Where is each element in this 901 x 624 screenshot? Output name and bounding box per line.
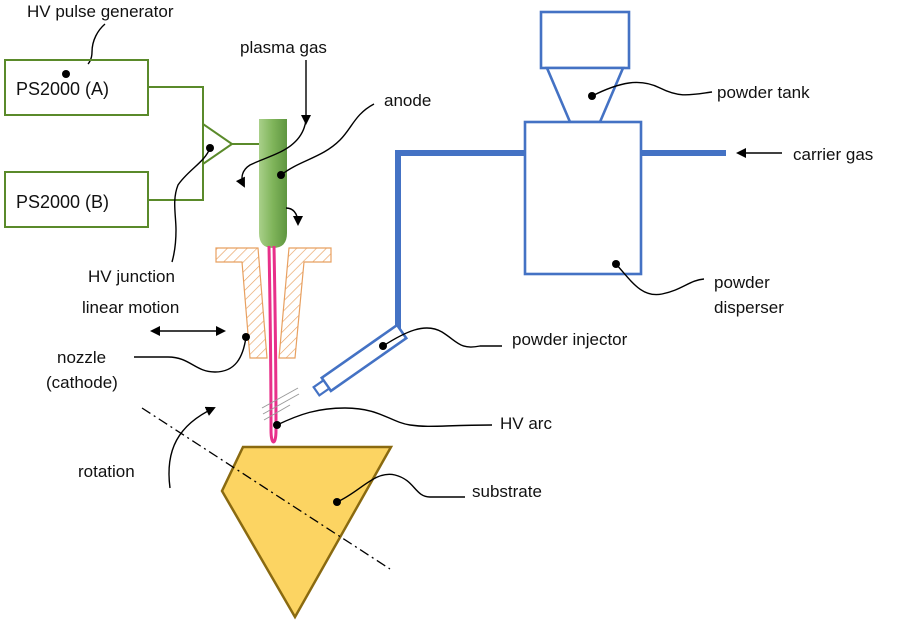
substrate-label: substrate	[472, 482, 542, 501]
gas-swirl-right	[285, 207, 303, 226]
powder-tank-body	[539, 10, 631, 70]
hv-arc-leader	[276, 407, 493, 428]
anode-electrode	[259, 119, 287, 248]
powder-injector-leader	[382, 327, 502, 348]
powder-disperser-label-line2: disperser	[714, 298, 784, 317]
ps2000-a-label: PS2000 (A)	[16, 79, 109, 99]
anode-label: anode	[384, 91, 431, 110]
nozzle-label-line1: nozzle	[57, 348, 106, 367]
nozzle-label-line2: (cathode)	[46, 373, 118, 392]
hv-arc-label: HV arc	[500, 414, 552, 433]
hv-pulse-generator-label: HV pulse generator	[27, 2, 174, 21]
wire-a	[148, 86, 204, 124]
substrate-leader	[336, 473, 465, 503]
powder-injector	[312, 323, 409, 397]
hv-arc	[267, 245, 278, 444]
rotation-arrow	[168, 406, 216, 489]
powder-injector-label: powder injector	[512, 330, 628, 349]
wire-b	[148, 164, 204, 201]
carrier-gas-pipe-left	[395, 150, 525, 340]
powder-disperser-label-line1: powder	[714, 273, 770, 292]
powder-disperser-leader	[615, 263, 705, 296]
powder-disperser-box	[523, 120, 643, 276]
nozzle-left-wall	[215, 247, 268, 359]
linear-motion-label: linear motion	[82, 298, 179, 317]
powder-tank-funnel	[545, 66, 625, 124]
hv-junction-symbol	[202, 122, 234, 166]
nozzle-leader	[134, 336, 247, 373]
gas-swirl-left	[235, 119, 307, 188]
nozzle-right-wall	[278, 247, 332, 359]
rotation-label: rotation	[78, 462, 135, 481]
rotation-axis	[141, 407, 391, 570]
plasma-gas-label: plasma gas	[240, 38, 327, 57]
hv-pulse-generator-dot	[62, 70, 70, 78]
ps2000-b-label: PS2000 (B)	[16, 192, 109, 212]
hv-junction-leader	[171, 147, 211, 263]
hv-junction-label: HV junction	[88, 267, 175, 286]
powder-tank-label: powder tank	[717, 83, 810, 102]
carrier-gas-label: carrier gas	[793, 145, 873, 164]
hv-pulse-generator-leader	[87, 23, 106, 65]
powder-tank-leader	[591, 81, 713, 97]
substrate-shape	[220, 445, 394, 620]
anode-leader	[280, 103, 375, 176]
powder-spray	[261, 387, 300, 421]
